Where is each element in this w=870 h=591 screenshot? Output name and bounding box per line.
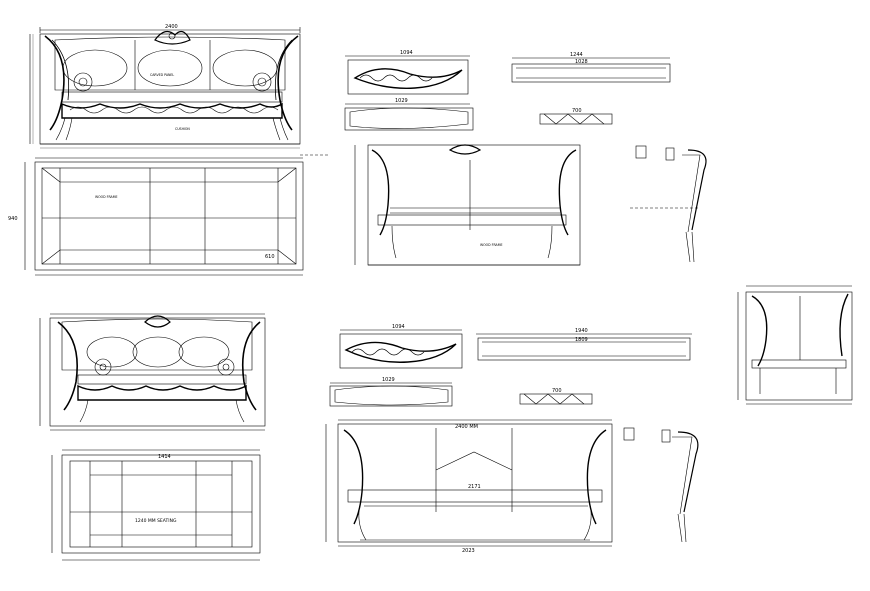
carved-side-pieces-bottom xyxy=(329,329,463,407)
frame-top-dim: 2400 MM xyxy=(455,424,478,430)
seat-width-dim: 610 xyxy=(265,254,275,260)
seating-note: 1240 MM SEATING xyxy=(135,518,177,524)
frame-elevation-top xyxy=(354,144,581,266)
plan-width-dim: 1414 xyxy=(158,454,171,460)
side-rail-width-dim: 1244 xyxy=(570,52,583,58)
side-width-dim: 1094 xyxy=(400,50,413,56)
lower-rail-width-dim: 1940 xyxy=(575,328,588,334)
sofa-front-elevation-top xyxy=(29,27,301,149)
frame-elevation-bottom xyxy=(325,419,613,547)
front-top-dim: 2400 xyxy=(165,24,178,30)
side-rail-lower-dim: 1029 xyxy=(395,98,408,104)
sofa-front-elevation-bottom xyxy=(39,313,266,431)
rail-pieces-bottom xyxy=(476,333,692,405)
frame-wood-label: WOOD FRAME xyxy=(480,243,503,247)
lower-side-rail-dim: 1029 xyxy=(382,377,395,383)
cushion-label: CUSHION xyxy=(175,127,190,131)
lower-small-rail-dim: 700 xyxy=(552,388,562,394)
carved-panel-label: CARVED PANEL xyxy=(150,73,174,77)
sofa-plan-view-top xyxy=(24,154,330,276)
lower-side-width-dim: 1094 xyxy=(392,324,405,330)
sofa-plan-view-bottom xyxy=(51,449,261,561)
side-rail-inner-dim: 1028 xyxy=(575,59,588,65)
frame-bottom-dim: 2023 xyxy=(462,548,475,554)
small-rail-dim: 700 xyxy=(572,108,582,114)
rail-pieces-top xyxy=(511,57,671,125)
side-profile-bottom xyxy=(623,427,699,543)
wood-frame-label: WOOD FRAME xyxy=(95,195,118,199)
carved-side-pieces-top xyxy=(344,55,474,131)
side-elevation-right xyxy=(737,285,853,405)
lower-rail-inner-dim: 1809 xyxy=(575,337,588,343)
frame-inner-dim: 2171 xyxy=(468,484,481,490)
side-profile-top xyxy=(630,145,707,263)
plan-depth-dim: 940 xyxy=(8,216,18,222)
